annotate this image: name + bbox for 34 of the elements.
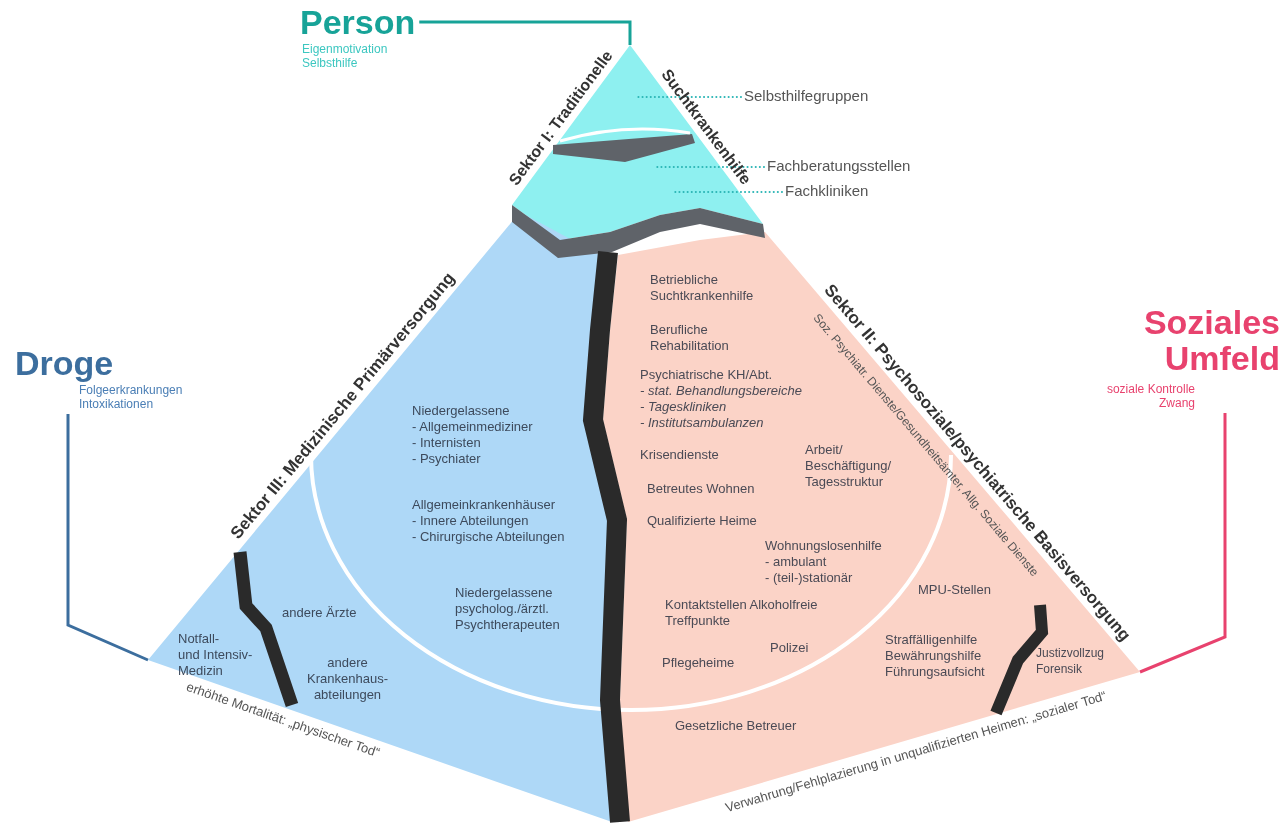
service-label: andere Krankenhaus- abteilungen	[306, 655, 389, 703]
subtitle: Eigenmotivation Selbsthilfe	[302, 42, 389, 70]
connector-line	[419, 20, 632, 45]
service-label: Polizei	[770, 640, 810, 656]
leader-line	[671, 191, 783, 193]
service-label: Kontaktstellen Alkoholfreie Treffpunkte	[665, 597, 819, 629]
heading: Soziales Umfeld	[1142, 304, 1280, 376]
service-label: Niedergelassene - Allgemeinmediziner - Internisten - Psychiater	[412, 403, 534, 467]
layer-label: Fachkliniken	[785, 182, 869, 200]
service-label: andere Ärzte	[282, 605, 358, 621]
leader-line	[635, 96, 742, 98]
service-label: Berufliche Rehabilitation	[650, 322, 730, 354]
service-label: Wohnungslosenhilfe - ambulant - (teil-)stationär	[765, 538, 883, 586]
service-label: Krisendienste	[640, 447, 720, 463]
service-label: Allgemeinkrankenhäuser - Innere Abteilungen - Chirurgische Abteilungen	[412, 497, 566, 545]
layer-label: Fachberatungsstellen	[767, 157, 911, 175]
heading: Person	[300, 2, 416, 42]
subtitle: Folgeerkrankungen Intoxikationen	[79, 383, 184, 411]
connector-line	[1139, 413, 1227, 674]
service-label: Betreutes Wohnen	[647, 481, 756, 497]
service-label: MPU-Stellen	[918, 582, 992, 598]
heading: Droge	[15, 343, 115, 383]
service-label: Justizvollzug Forensik	[1036, 645, 1106, 677]
connector-line	[66, 414, 149, 662]
service-label: Qualifizierte Heime	[647, 513, 758, 529]
service-label: Pflegeheime	[662, 655, 736, 671]
leader-line	[655, 166, 765, 168]
service-label: Psychiatrische KH/Abt. - stat. Behandlungsbereiche - Tageskliniken - Institutsambulanzen	[640, 367, 803, 431]
service-label: Niedergelassene psycholog./ärztl. Psychtherapeuten	[455, 585, 561, 633]
service-label: Betriebliche Suchtkrankenhilfe	[650, 272, 755, 304]
service-label: Notfall- und Intensiv- Medizin	[178, 631, 254, 679]
service-label: Straffälligenhilfe Bewährungshilfe Führungsaufsicht	[885, 632, 986, 680]
service-label: Gesetzliche Betreuer	[675, 718, 798, 734]
subtitle: soziale Kontrolle Zwang	[1105, 382, 1195, 410]
